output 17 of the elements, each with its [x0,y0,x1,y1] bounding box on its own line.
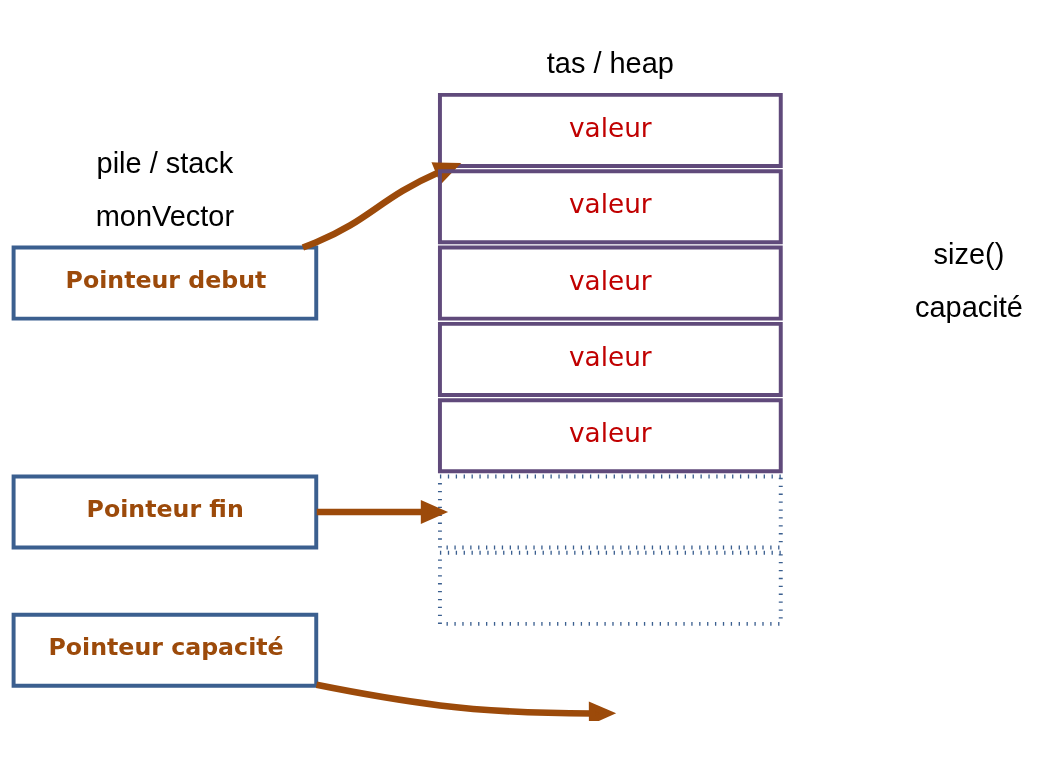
label: tas / heap [546,47,674,80]
node-box [437,474,783,550]
label: monVector [95,199,235,232]
arrow [315,681,617,721]
node-box: valeur [437,169,783,245]
node-box: valeur [437,398,783,474]
arrow [316,500,449,524]
node-box: Pointeur debut [11,245,319,321]
label: pile / stack [96,147,234,180]
node-box: valeur [437,92,783,168]
node-box: valeur [437,321,783,397]
label: size() [933,238,1005,271]
node-box: Pointeur fin [11,474,319,550]
label: capacité [915,290,1023,323]
node-box [437,550,783,626]
node-box: valeur [437,245,783,321]
node-box: Pointeur capacité [11,612,319,688]
